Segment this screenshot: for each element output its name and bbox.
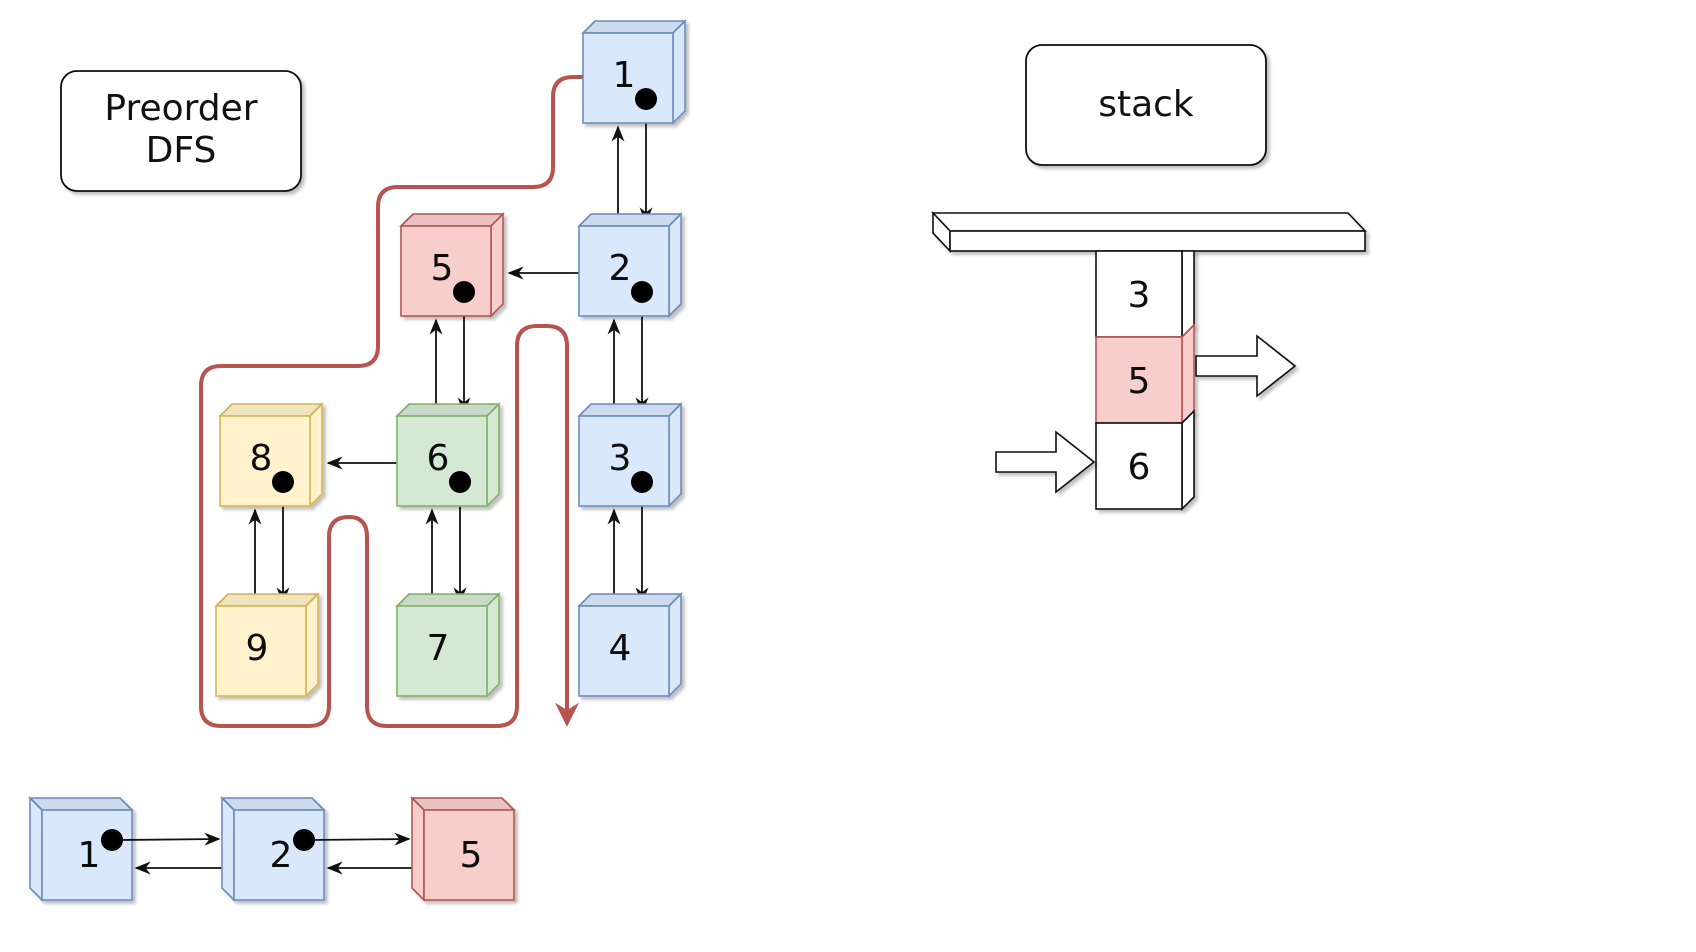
stack-structure: 3 5 6 xyxy=(931,210,1367,511)
list-next-arrow xyxy=(119,832,221,846)
pointer-dot xyxy=(293,829,315,851)
tree-node-1: 1 xyxy=(581,19,687,125)
pop-arrow xyxy=(1195,334,1297,398)
pointer-dot xyxy=(272,471,294,493)
tree-node-2: 2 xyxy=(577,212,683,318)
tree-edges xyxy=(248,107,653,606)
push-arrow xyxy=(995,430,1096,494)
pointer-dot xyxy=(449,471,471,493)
title-line-2: DFS xyxy=(146,130,217,171)
pointer-dot xyxy=(635,88,657,110)
stack-cell-label: 5 xyxy=(1128,361,1151,402)
tree-node-9-label: 9 xyxy=(246,628,269,669)
tree-node-4-label: 4 xyxy=(609,628,632,669)
tree-node-5-label: 5 xyxy=(431,248,454,289)
stack-cell-6: 6 xyxy=(1095,409,1195,511)
stack-cell-label: 6 xyxy=(1128,447,1151,488)
pointer-dot xyxy=(101,829,123,851)
list-next-arrow xyxy=(311,832,411,846)
stack-label-box: stack xyxy=(1025,44,1267,166)
title-box: Preorder DFS xyxy=(60,70,302,192)
pointer-dot xyxy=(631,471,653,493)
linked-list: 1 2 5 xyxy=(28,796,516,902)
stack-top-slab xyxy=(931,210,1367,254)
tree-node-7-label: 7 xyxy=(427,628,450,669)
pointer-dot xyxy=(453,281,475,303)
list-node-1: 1 xyxy=(28,796,134,902)
tree-node-4: 4 xyxy=(577,592,683,698)
stack-label: stack xyxy=(1098,84,1194,125)
tree-node-1-label: 1 xyxy=(613,55,636,96)
tree-node-9: 9 xyxy=(214,592,320,698)
title-line-1: Preorder xyxy=(104,88,257,129)
pointer-dot xyxy=(631,281,653,303)
tree-node-6: 6 xyxy=(395,402,501,508)
tree-node-3: 3 xyxy=(577,402,683,508)
list-node-1-label: 1 xyxy=(78,835,101,876)
tree-node-8: 8 xyxy=(218,402,324,508)
tree-node-5: 5 xyxy=(399,212,505,318)
list-node-5-label: 5 xyxy=(460,835,483,876)
stack-cell-label: 3 xyxy=(1128,275,1151,316)
tree-node-2-label: 2 xyxy=(609,248,632,289)
traversal-path xyxy=(199,75,585,728)
tree-node-6-label: 6 xyxy=(427,438,450,479)
tree-nodes: 1 2 3 4 5 6 7 8 9 xyxy=(214,19,687,698)
stack-cell-5: 5 xyxy=(1095,323,1195,425)
tree-node-8-label: 8 xyxy=(250,438,273,479)
list-node-2: 2 xyxy=(220,796,326,902)
list-node-5: 5 xyxy=(410,796,516,902)
stack-cell-3: 3 xyxy=(1095,250,1195,339)
tree-node-7: 7 xyxy=(395,592,501,698)
tree-node-3-label: 3 xyxy=(609,438,632,479)
list-node-2-label: 2 xyxy=(270,835,293,876)
